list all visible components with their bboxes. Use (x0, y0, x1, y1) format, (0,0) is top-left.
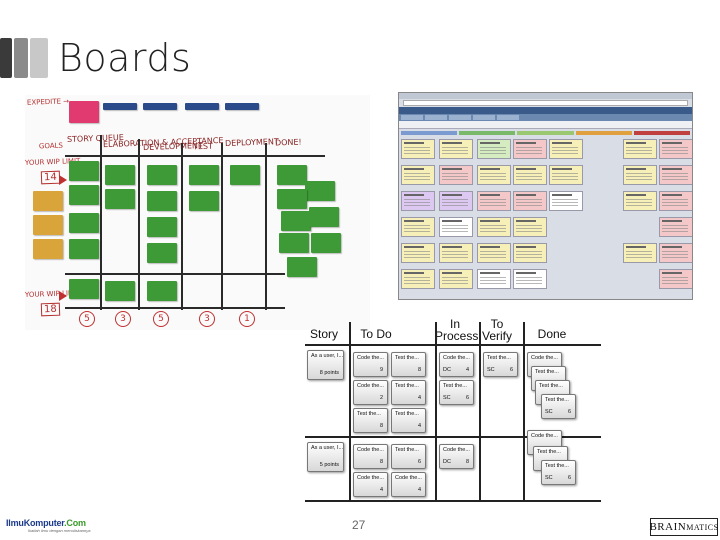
software-card (513, 165, 547, 185)
task-card: Test the...8 (391, 352, 426, 377)
software-card (439, 217, 473, 237)
software-card (477, 165, 511, 185)
software-card (477, 191, 511, 211)
task-card: Code the...4 (391, 472, 426, 497)
wip-note-top-value: 14 (40, 170, 60, 185)
software-card (439, 243, 473, 263)
col-done: DONE! (274, 137, 302, 148)
arrow-icon (59, 291, 69, 301)
software-card (401, 191, 435, 211)
slide-title: Boards (58, 36, 192, 80)
software-card (477, 217, 511, 237)
software-card (401, 165, 435, 185)
task-card: Test the...8 (353, 408, 388, 433)
software-card (439, 165, 473, 185)
task-card: Test the...4 (391, 408, 426, 433)
header-in-process: In Process (435, 317, 479, 343)
task-card: Code the...2 (353, 380, 388, 405)
kanban-card-grid (401, 139, 692, 297)
header-to-verify: To Verify (481, 317, 512, 343)
task-card: Code the...8 (353, 444, 388, 469)
software-card (623, 139, 657, 159)
task-card: As a user, I...5 points (307, 442, 344, 472)
software-card (439, 269, 473, 289)
wip-limit-circle: 5 (79, 311, 95, 327)
wip-note-bottom-value: 18 (40, 302, 60, 317)
software-card (401, 139, 435, 159)
task-card: As a user, I...8 points (307, 350, 344, 380)
wip-limit-circle: 1 (239, 311, 255, 327)
wip-limit-circle: 5 (153, 311, 169, 327)
software-card (439, 139, 473, 159)
software-card (401, 269, 435, 289)
page-number: 27 (352, 518, 366, 532)
wip-limit-circle: 3 (199, 311, 215, 327)
software-card (513, 139, 547, 159)
software-card (513, 191, 547, 211)
header-todo: To Do (360, 327, 392, 341)
software-card (659, 165, 692, 185)
software-card (659, 139, 692, 159)
software-card (513, 269, 547, 289)
software-card (549, 191, 583, 211)
software-card (439, 191, 473, 211)
software-card (549, 139, 583, 159)
software-card (477, 243, 511, 263)
software-card (623, 165, 657, 185)
software-card (659, 217, 692, 237)
title-decoration (0, 38, 50, 78)
software-card (659, 269, 692, 289)
header-story: Story (309, 327, 338, 341)
software-card (513, 243, 547, 263)
software-card (659, 191, 692, 211)
task-card: Test the...4 (391, 380, 426, 405)
software-card (623, 243, 657, 263)
kanban-software-screenshot (398, 92, 693, 300)
software-card (513, 217, 547, 237)
software-card (549, 165, 583, 185)
arrow-icon (59, 175, 69, 185)
wip-limit-circle: 3 (115, 311, 131, 327)
task-board-drawing: Story To Do In Process To Verify Done As… (303, 318, 603, 508)
software-card (477, 139, 511, 159)
software-card (477, 269, 511, 289)
expedite-sticky (69, 101, 99, 123)
software-card (401, 243, 435, 263)
goals-label: GOALS (38, 141, 64, 151)
software-card (401, 217, 435, 237)
task-card: Test the...6 (391, 444, 426, 469)
task-card: Code the...9 (353, 352, 388, 377)
kanban-whiteboard-photo: EXPEDITE → GOALS STORY QUEUE ELABORATION… (25, 95, 370, 330)
header-done: Done (537, 327, 567, 341)
software-card (623, 191, 657, 211)
task-card: Code the...4 (353, 472, 388, 497)
software-card (659, 243, 692, 263)
ilmukomputer-logo: IlmuKomputer.Com Ikatlah ilmu dengan men… (6, 518, 91, 533)
expedite-label: EXPEDITE → (26, 97, 70, 107)
col-deployment: DEPLOYMENT (224, 137, 279, 148)
col-test: TEST (192, 141, 214, 152)
